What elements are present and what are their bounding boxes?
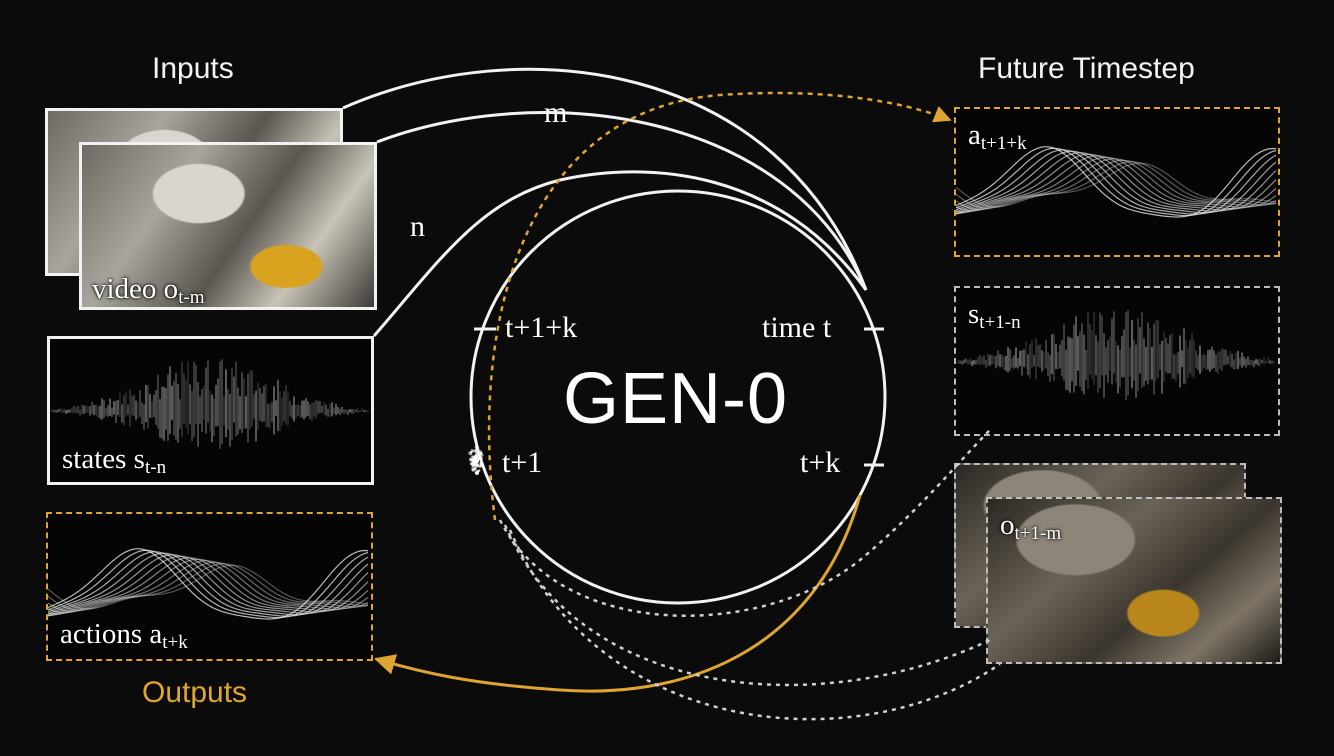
action-wave-line xyxy=(956,159,1277,211)
particle xyxy=(475,452,479,456)
action-wave-line xyxy=(956,147,1277,217)
future-states-label-sub: t+1-n xyxy=(979,312,1021,333)
gen0-title: GEN-0 xyxy=(563,359,789,439)
actions-waveform xyxy=(48,548,369,620)
action-wave-line xyxy=(956,152,1277,214)
particle xyxy=(479,461,484,466)
states-label-sub: t-n xyxy=(144,457,167,478)
future-actions-waveform xyxy=(956,146,1277,218)
future-actions-label-main: a xyxy=(968,119,981,151)
tick-label-tk: t+k xyxy=(800,446,841,479)
future-actions-label: at+1+k xyxy=(968,119,1027,155)
particle xyxy=(474,455,478,459)
video-label-main: video o xyxy=(92,273,179,305)
future-timestep-heading: Future Timestep xyxy=(978,52,1195,85)
action-wave-line xyxy=(48,554,369,616)
particle xyxy=(473,449,477,453)
tick-label-time-t: time t xyxy=(762,311,832,344)
action-wave-line xyxy=(956,155,1277,214)
states-arc xyxy=(372,170,868,337)
action-wave-line xyxy=(956,149,1277,215)
particle xyxy=(475,463,480,468)
particle xyxy=(471,459,476,464)
action-wave-line xyxy=(48,549,369,619)
future-actions-arc xyxy=(487,91,952,521)
tick-label-t1k: t+1+k xyxy=(505,311,578,344)
future-video-label-sub: t+1-m xyxy=(1014,523,1062,544)
arc-label-m: m xyxy=(544,96,568,129)
future-states-arc xyxy=(498,429,991,617)
future-video-frame-front: ot+1-m xyxy=(986,497,1282,664)
future-states-label: st+1-n xyxy=(968,298,1021,334)
arc-label-n: n xyxy=(410,210,425,243)
future-states-panel: st+1-n xyxy=(954,286,1280,436)
particle xyxy=(471,455,474,458)
actions-label-main: actions a xyxy=(60,618,163,650)
particle xyxy=(470,451,473,454)
particle xyxy=(471,468,473,470)
particle-cluster xyxy=(468,445,484,475)
actions-output-panel: actions at+k xyxy=(46,512,373,661)
particle xyxy=(480,452,483,455)
inputs-heading: Inputs xyxy=(152,52,234,85)
particle xyxy=(479,450,482,453)
future-states-waveform xyxy=(957,310,1275,400)
future-actions-label-sub: t+1+k xyxy=(980,133,1027,154)
particle xyxy=(471,465,475,469)
states-waveform xyxy=(51,359,369,449)
video-label-sub: t-m xyxy=(178,287,205,308)
particle xyxy=(476,457,480,461)
particle xyxy=(478,456,484,461)
outputs-heading: Outputs xyxy=(142,676,248,709)
states-label-main: states s xyxy=(62,443,145,475)
particle xyxy=(475,470,480,474)
video-front-arc xyxy=(376,111,868,291)
particle xyxy=(475,459,479,463)
future-video-front-arc xyxy=(508,529,1001,721)
future-video-label: ot+1-m xyxy=(1000,509,1061,545)
states-input-label: states st-n xyxy=(62,443,166,479)
future-video-back-arc xyxy=(503,524,991,687)
action-wave-line xyxy=(48,548,369,620)
actions-output-label: actions at+k xyxy=(60,618,188,654)
particle xyxy=(470,452,473,455)
states-input-panel: states st-n xyxy=(47,336,374,485)
action-wave-line xyxy=(48,561,369,613)
action-wave-line xyxy=(48,552,369,616)
video-back-arc xyxy=(342,67,868,291)
action-wave-line xyxy=(48,551,369,617)
action-wave-line xyxy=(956,146,1277,218)
future-states-label-main: s xyxy=(968,298,980,330)
particle xyxy=(475,446,479,450)
video-input-label: video ot-m xyxy=(92,273,205,308)
outputs-arc xyxy=(373,494,862,693)
particle xyxy=(480,453,484,457)
tick-label-t1: t+1 xyxy=(502,446,543,479)
actions-label-sub: t+k xyxy=(162,632,188,653)
action-wave-line xyxy=(956,150,1277,214)
future-actions-panel: at+1+k xyxy=(954,107,1280,257)
gen0-circle xyxy=(469,189,887,605)
action-wave-line xyxy=(48,557,369,616)
video-frame-front: video ot-m xyxy=(79,142,377,310)
future-video-label-main: o xyxy=(1000,509,1015,541)
